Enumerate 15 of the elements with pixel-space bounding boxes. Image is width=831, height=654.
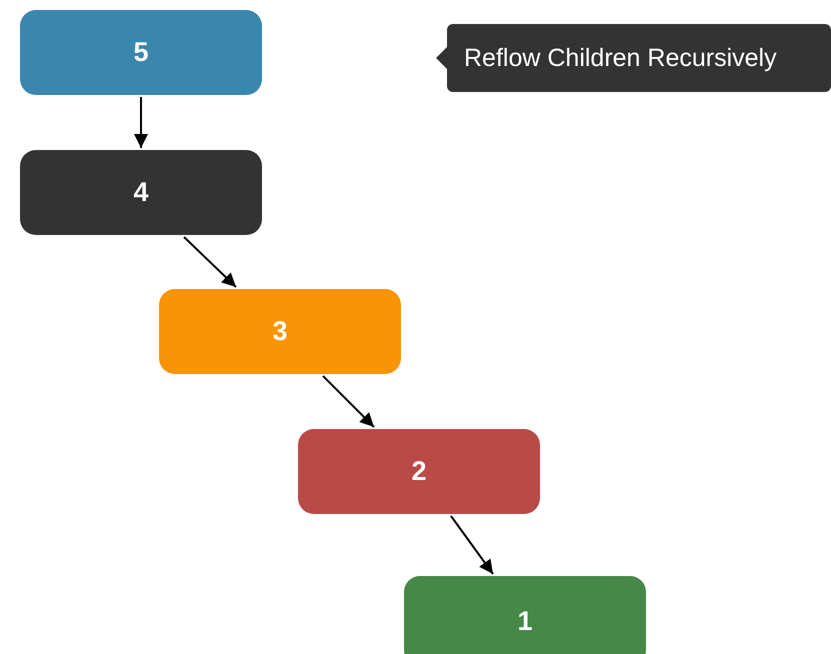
process-box (20, 150, 262, 235)
process-box (20, 10, 262, 95)
process-box (404, 576, 646, 654)
arrow (134, 97, 148, 148)
node-number: 1 (517, 606, 533, 636)
arrow (322, 375, 375, 428)
node-number: 2 (411, 456, 427, 487)
process-box (298, 429, 540, 514)
arrow (450, 515, 494, 575)
node-number: 5 (133, 37, 149, 68)
tooltip-text: Reflow Children Recursively (464, 44, 777, 72)
process-box (159, 289, 401, 374)
node-number: 3 (272, 316, 288, 347)
arrow (183, 236, 237, 288)
node-number: 4 (133, 177, 149, 208)
